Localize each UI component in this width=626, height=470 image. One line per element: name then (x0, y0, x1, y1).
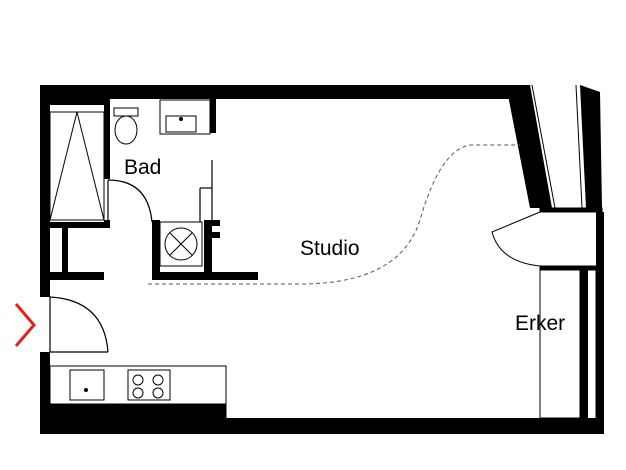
left-wall-upper (40, 85, 50, 297)
erker-side-wall (580, 270, 588, 418)
kitchen-sink (69, 369, 105, 401)
fan-cross-2 (169, 232, 193, 256)
burner-1 (132, 374, 144, 386)
stove (127, 369, 171, 401)
dashed-zone-line (148, 144, 520, 285)
sink-basin (165, 115, 197, 133)
bath-wall-right (210, 99, 216, 133)
erker-window-bottom (539, 269, 581, 419)
shower-diagonal-2 (76, 111, 105, 221)
outer-walls (40, 85, 604, 434)
bathroom-door-swing (107, 179, 153, 223)
toilet-bowl (114, 115, 138, 145)
partition (199, 160, 213, 222)
closet-wall-bottom (50, 222, 104, 228)
erker-window-line-2 (575, 84, 583, 209)
closet-wall-low (50, 272, 104, 280)
toilet-icon (113, 107, 139, 145)
shower (49, 111, 105, 221)
erker-right-wall (580, 85, 602, 208)
toilet-tank (113, 107, 139, 117)
entrance-door (49, 296, 109, 353)
bath-wall-left-inner (104, 99, 110, 179)
burner-2 (152, 374, 164, 386)
bath-wall-bottom (104, 220, 110, 228)
shower-diagonal-1 (49, 111, 78, 221)
chevron-right-icon (14, 303, 36, 347)
right-wall (596, 212, 604, 434)
fan-frame (159, 221, 203, 267)
fan-icon (159, 221, 203, 267)
room-label-studio: Studio (300, 237, 360, 260)
left-wall-lower (40, 352, 50, 434)
bath-wall-stub (204, 220, 220, 226)
entrance-door-swing (49, 296, 109, 353)
top-wall (40, 85, 520, 99)
bathroom-door (107, 179, 153, 223)
erker-walls (506, 84, 602, 419)
erker-door (491, 207, 603, 271)
erker-door-swing (491, 211, 541, 267)
erker-left-wall (506, 85, 552, 208)
sink-counter (159, 99, 211, 135)
closet-top (50, 99, 104, 105)
shaft-wall-left (152, 220, 160, 280)
kitchen (49, 365, 227, 419)
sink-drain (179, 117, 183, 121)
erker-window-line-1 (531, 84, 556, 209)
kitchen-sink-drain (84, 388, 88, 392)
bottom-wall (40, 418, 602, 434)
burner-4 (152, 387, 164, 399)
room-label-erker: Erker (515, 312, 565, 335)
erker-door-frame-bottom (539, 265, 603, 271)
kitchen-base (49, 403, 227, 419)
shower-outline (49, 111, 105, 221)
room-label-bad: Bad (124, 156, 161, 179)
erker-door-frame-top (539, 207, 603, 213)
fan-circle (164, 227, 198, 261)
bath-wall-stub-2 (204, 232, 220, 238)
closet-divider (62, 228, 68, 276)
burner-3 (132, 387, 144, 399)
bathroom-walls (50, 99, 258, 280)
sink-icon (159, 99, 211, 135)
shaft-wall-right (204, 220, 212, 280)
